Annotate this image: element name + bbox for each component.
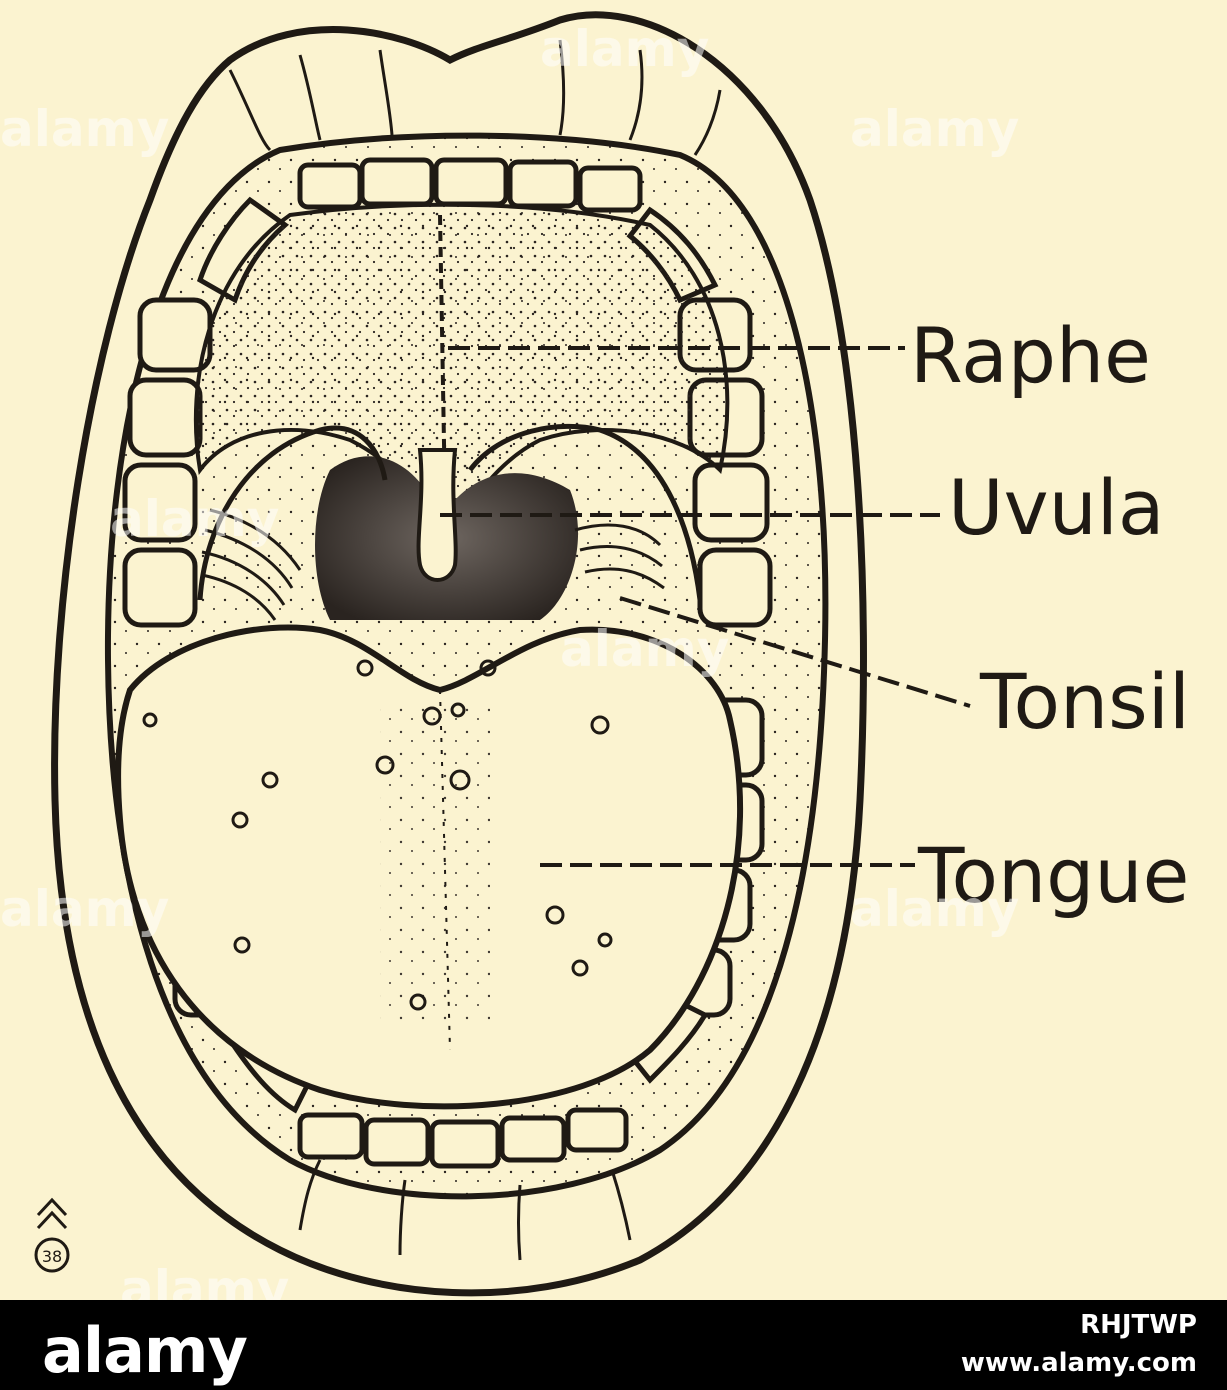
printer-mark (34, 1197, 70, 1273)
uvula (416, 448, 458, 582)
palate (193, 202, 730, 545)
label-tonsil: Tonsil (980, 657, 1191, 746)
footer-url[interactable]: www.alamy.com (960, 1348, 1197, 1378)
footer-logo[interactable]: alamy (42, 1314, 248, 1387)
footer-image-id: RHJTWP (1080, 1310, 1197, 1340)
label-raphe: Raphe (910, 311, 1151, 400)
printer-mark-number: 38 (42, 1247, 62, 1266)
label-tongue: Tongue (918, 831, 1190, 920)
tongue-stipple (380, 700, 490, 1020)
tonsil-striations (201, 508, 665, 621)
watermark: alamy (560, 620, 730, 678)
watermark: alamy (0, 880, 170, 938)
leader-lines (440, 346, 971, 867)
watermark: alamy (0, 100, 170, 158)
label-uvula: Uvula (948, 463, 1165, 552)
watermark: alamy (110, 490, 280, 548)
mouth-illustration: 38 (34, 11, 971, 1297)
watermark: alamy (850, 880, 1020, 938)
footer-bar: alamy RHJTWP www.alamy.com (0, 1300, 1227, 1390)
watermark: alamy (540, 20, 710, 78)
leader-tonsil (619, 596, 971, 708)
watermark: alamy (850, 100, 1020, 158)
palatal-arches (197, 423, 703, 601)
tongue-papillae (142, 659, 613, 1011)
